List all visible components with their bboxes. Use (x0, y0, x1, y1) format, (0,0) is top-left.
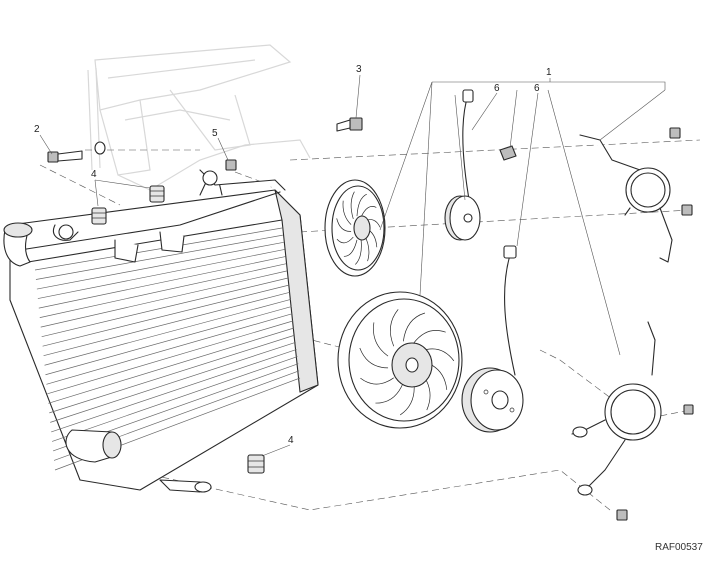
callout-6-lower: 6 (534, 83, 540, 94)
leader-lines (39, 74, 539, 457)
cooling-fan-small (324, 179, 386, 277)
fan-blade (360, 205, 377, 218)
fan-blade (355, 238, 362, 265)
frame-outline (87, 44, 311, 191)
grommet-upper-right (149, 185, 165, 203)
grommet-upper-left (91, 207, 107, 225)
bolt-5 (225, 159, 237, 171)
bolt-3 (336, 117, 363, 132)
clip-nut (499, 145, 517, 161)
bolt-2 (47, 141, 106, 163)
fan-bracket-lower (571, 321, 694, 521)
fan-motor-lower (461, 245, 524, 433)
radiator (3, 177, 319, 493)
fan-blade (360, 377, 394, 385)
callout-4-upper: 4 (91, 169, 97, 180)
fan-blade (402, 312, 426, 342)
fan-blade (356, 193, 367, 217)
fan-blade (342, 200, 352, 225)
callout-3: 3 (356, 64, 362, 75)
drawing-code: RAF00537 (655, 542, 703, 553)
callout-4-lower: 4 (288, 435, 294, 446)
fan-blade (389, 309, 399, 347)
rubber-grommets (91, 185, 265, 474)
fan-blade (373, 322, 389, 357)
callout-6-upper: 6 (494, 83, 500, 94)
grommet-lower (247, 454, 265, 474)
callout-5: 5 (212, 128, 218, 139)
callout-1: 1 (546, 67, 552, 78)
fan-blade (359, 347, 389, 369)
fan-blade (375, 382, 404, 404)
fan-motor-upper (444, 89, 481, 241)
fan-blade (413, 330, 446, 344)
callout-labels: 1 2 3 4 5 6 6 4 (34, 64, 552, 446)
fan-bracket-upper (579, 127, 693, 263)
fan-blade (350, 191, 355, 220)
fan-blade (336, 218, 352, 232)
fan-blade (343, 239, 358, 257)
callout-2: 2 (34, 124, 40, 135)
cooling-fan-large (337, 291, 463, 429)
radiator-fins (34, 227, 301, 471)
callout-1-bracket (379, 78, 666, 356)
fan-blade (336, 236, 354, 244)
radiator-brackets (52, 169, 286, 241)
